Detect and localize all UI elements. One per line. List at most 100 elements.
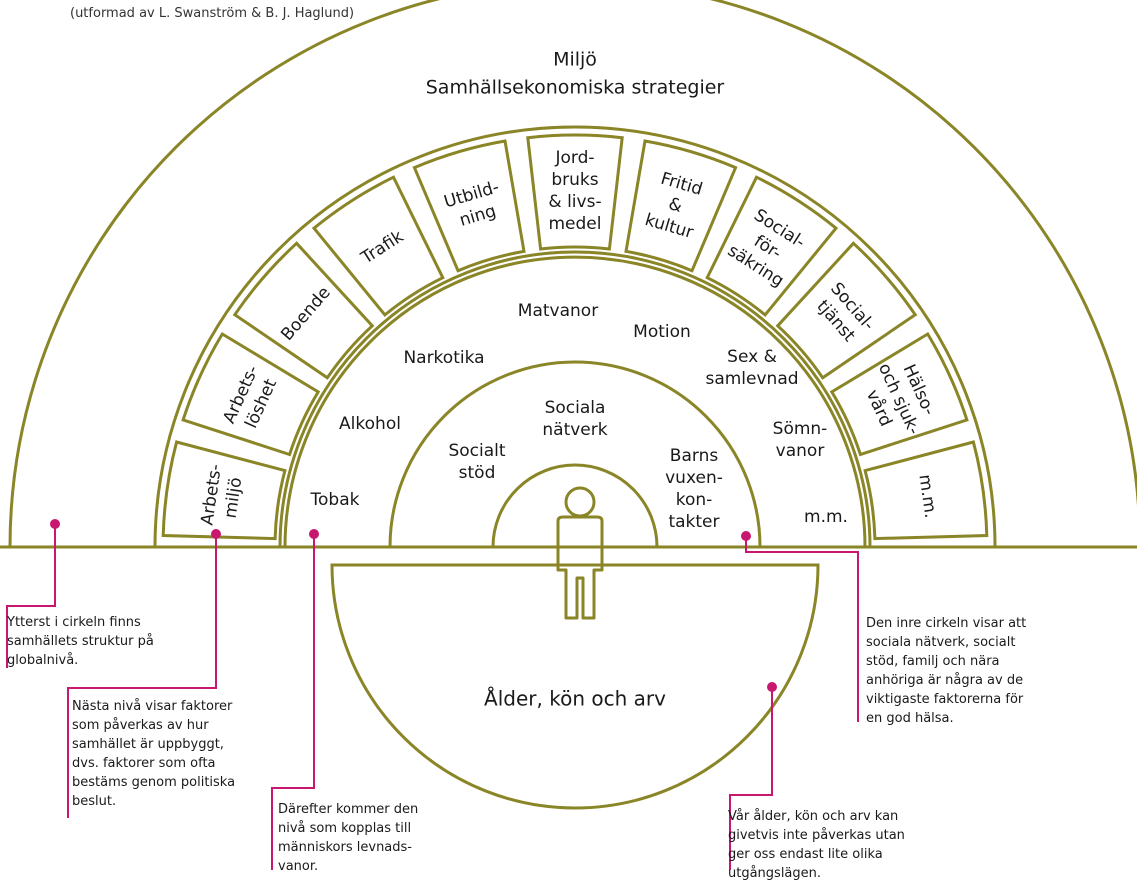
lifestyle-label-sex: Sex &samlevnad [705,347,798,389]
note-line: samhällets struktur på [7,634,154,649]
lifestyle-label-motion: Motion [633,322,691,342]
sector-box-mm [863,440,989,541]
sector-box-jordbruk [526,133,624,251]
note-line: en god hälsa. [866,711,954,726]
sector-box-arbetsloshet [181,331,321,457]
lifestyle-label-line: Narkotika [403,348,484,368]
sector-label-line: & livs- [548,192,601,212]
sector-box-socialtjanst [775,241,918,380]
note-social-network-level: Den inre cirkeln visar att sociala nätve… [866,614,1026,728]
note-line: utgångslägen. [728,866,822,881]
note-society-level: Nästa nivå visar faktorer som påverkas a… [72,697,235,811]
outer-ring-arc [8,0,1137,548]
person-icon [556,486,604,620]
note-age-sex-heredity: Vår ålder, kön och arv kan givetvis inte… [728,807,905,883]
social-label-line: vuxen- [665,468,723,488]
lifestyle-label-matvanor: Matvanor [518,301,598,321]
social-label-line: takter [668,512,719,532]
social-label-line: Sociala [545,398,606,418]
lifestyle-label-tobak: Tobak [310,490,360,510]
leader-age-dot [767,682,777,692]
sector-box-fritid [624,139,738,273]
note-line: Vår ålder, kön och arv kan [728,809,899,824]
leader-social-dot [741,531,751,541]
sector-box-trafik [311,175,445,318]
lifestyle-label-line: Motion [633,322,691,342]
social-label-line: Socialt [448,441,505,461]
lifestyle-label-narkotika: Narkotika [403,348,484,368]
social-ring-arc [388,360,762,548]
sector-label-line: & [666,194,684,217]
social-label-line: stöd [459,463,496,483]
sector-label-jordbruk: Jord-bruks& livs-medel [548,148,601,234]
note-line: vanor. [278,859,319,874]
sector-ring-outer-arc [153,125,997,548]
social-label-line: kon- [676,490,713,510]
note-line: viktigaste faktorerna för [866,692,1024,707]
note-lifestyle-level: Därefter kommer den nivå som kopplas til… [278,800,418,876]
note-line: Den inre cirkeln visar att [866,616,1027,631]
diagram-labels: Arbets-miljöArbets-löshetBoendeTrafikUtb… [197,49,940,711]
society-sector-boxes [161,133,989,541]
leader-age [729,687,773,870]
person-head [564,486,596,518]
callout-leader-lines [6,519,859,870]
social-label-line: Barns [670,446,719,466]
sector-box-utbildning [412,139,526,273]
lifestyle-label-line: Sömn- [773,419,828,439]
outer-ring-subtitle: Samhällsekonomiska strategier [426,77,725,99]
note-line: bestäms genom politiska [72,775,236,790]
lifestyle-label-line: Sex & [727,347,777,367]
note-line: givetvis inte påverkas utan [728,828,905,843]
lifestyle-label-line: Tobak [310,490,360,510]
lifestyle-label-somn: Sömn-vanor [773,419,828,461]
note-line: ger oss endast lite olika [728,847,883,862]
note-line: beslut. [72,794,117,809]
leader-outer-dot [50,519,60,529]
note-line: sociala nätverk, socialt [866,635,1016,650]
sector-box-socialforsakring [705,175,839,318]
leader-lifestyle-dot [309,529,319,539]
note-line: globalnivå. [7,653,79,668]
sector-label-line: bruks [551,170,598,190]
note-line: Nästa nivå visar faktorer [72,699,233,714]
note-line: människors levnads- [278,840,412,855]
leader-society-dot [211,529,221,539]
sector-box-arbetsmiljo [161,440,287,541]
age-sex-heredity-segment [330,563,820,810]
sector-label-line: medel [549,214,602,234]
leader-lifestyle [271,534,315,870]
rainbow-rings [0,0,1137,810]
sector-label-line: Jord- [554,148,594,168]
sector-box-halso [829,331,969,457]
note-line: anhöriga är några av de [866,673,1024,688]
note-line: stöd, familj och nära [866,654,1000,669]
diagram-credit: (utformad av L. Swanström & B. J. Haglun… [70,6,355,21]
individual-ring-arc [491,463,659,548]
age-sex-heredity-label: Ålder, kön och arv [484,687,666,711]
lifestyle-label-line: Alkohol [339,414,401,434]
social-label-line: nätverk [542,420,607,440]
note-line: samhället är uppbyggt, [72,737,224,752]
note-line: Ytterst i cirkeln finns [7,615,141,630]
note-line: nivå som kopplas till [278,821,412,836]
outer-ring-title: Miljö [553,49,597,71]
leader-society [67,534,217,818]
lifestyle-label-alkohol: Alkohol [339,414,401,434]
person-body [556,515,604,620]
lifestyle-label-mm2: m.m. [804,507,848,527]
note-global-level: Ytterst i cirkeln finns samhällets struk… [7,613,154,670]
sector-box-boende [232,241,375,380]
lifestyle-ring-outer-arc [278,250,872,548]
note-line: Därefter kommer den [278,802,419,817]
note-line: som påverkas av hur [72,718,209,733]
lifestyle-label-line: vanor [776,441,825,461]
leader-outer [6,524,56,668]
lifestyle-label-line: m.m. [804,507,848,527]
lifestyle-label-line: samlevnad [705,369,798,389]
lifestyle-ring-arc [283,255,867,548]
